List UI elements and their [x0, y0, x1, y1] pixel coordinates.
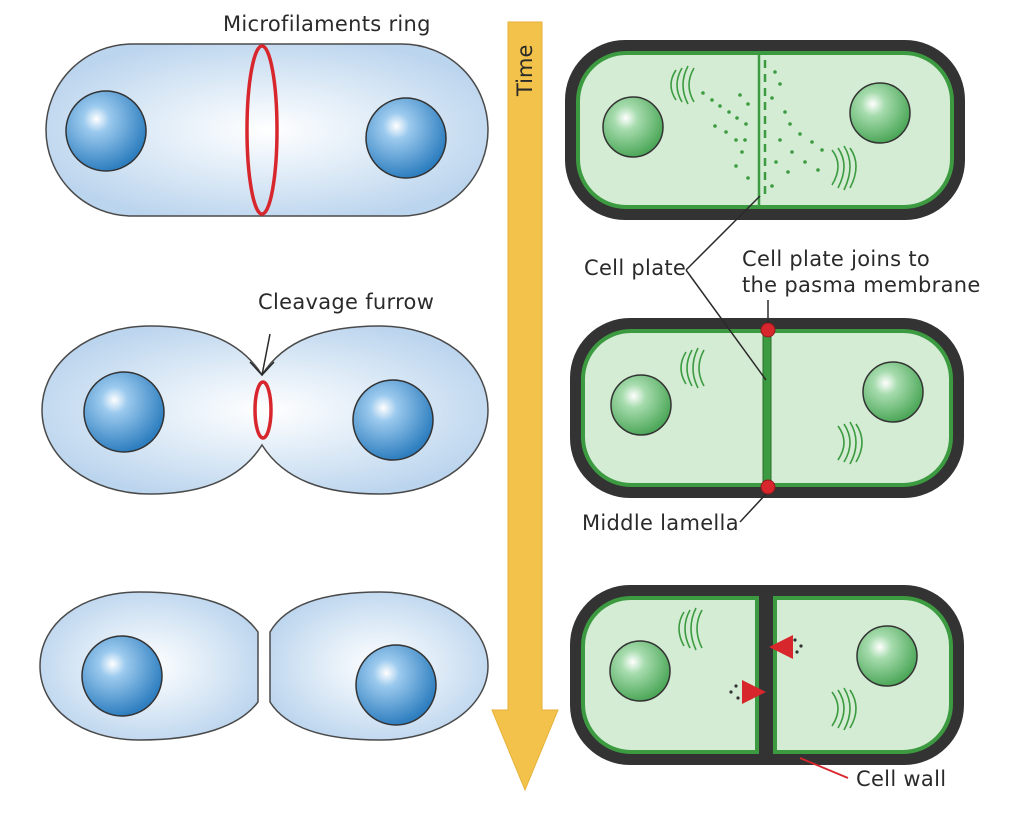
plant-nucleus-left — [602, 96, 664, 158]
leader-lines — [685, 195, 849, 779]
time-label: Time — [513, 44, 537, 96]
nucleus-right — [365, 97, 447, 179]
cleavage-furrow-label: Cleavage furrow — [258, 290, 435, 314]
middle-lamella-label: Middle lamella — [582, 511, 739, 535]
animal-cell-stage-1 — [45, 43, 489, 217]
nucleus-right — [355, 644, 437, 726]
vesicles — [729, 638, 803, 700]
cell-wall-label: Cell wall — [856, 767, 947, 791]
cell-plate-joins-line1: Cell plate joins to — [742, 247, 931, 271]
golgi-right — [837, 421, 863, 465]
plant-nucleus-right — [856, 625, 918, 687]
golgi-left — [678, 607, 703, 651]
wall-deposition-arrows — [742, 635, 793, 704]
time-arrow — [491, 21, 559, 792]
contracting-ring — [253, 380, 273, 440]
nucleus-right — [352, 379, 434, 461]
vesicles — [701, 70, 824, 188]
animal-cells-stage-3 — [39, 591, 489, 741]
animal-cell-stage-2 — [41, 325, 489, 495]
microfilaments-ring-label: Microfilaments ring — [223, 12, 431, 36]
cell-plate-label: Cell plate — [584, 256, 687, 280]
junction-top — [760, 322, 776, 338]
cell-plate-joins-line2: the pasma membrane — [742, 273, 981, 298]
plant-nucleus-right — [849, 82, 911, 144]
nucleus-left — [81, 635, 163, 717]
plant-nucleus-left — [610, 374, 672, 436]
nucleus-left — [83, 371, 165, 453]
golgi-right — [831, 687, 857, 731]
microfilaments-ring — [245, 44, 279, 216]
golgi-right — [831, 145, 857, 191]
plant-nucleus-left — [609, 640, 671, 702]
plant-cell-stage-2 — [570, 318, 964, 498]
golgi-left — [670, 65, 695, 105]
golgi-left — [680, 347, 705, 389]
cell-plate — [762, 331, 772, 485]
plant-cell-stage-1 — [565, 40, 965, 220]
junction-bottom — [760, 479, 776, 495]
nucleus-left — [65, 90, 147, 172]
plant-cells-stage-3 — [570, 585, 964, 765]
plant-nucleus-right — [862, 361, 924, 423]
cell-plate-joins-label: Cell plate joins to the pasma membrane — [742, 246, 981, 299]
